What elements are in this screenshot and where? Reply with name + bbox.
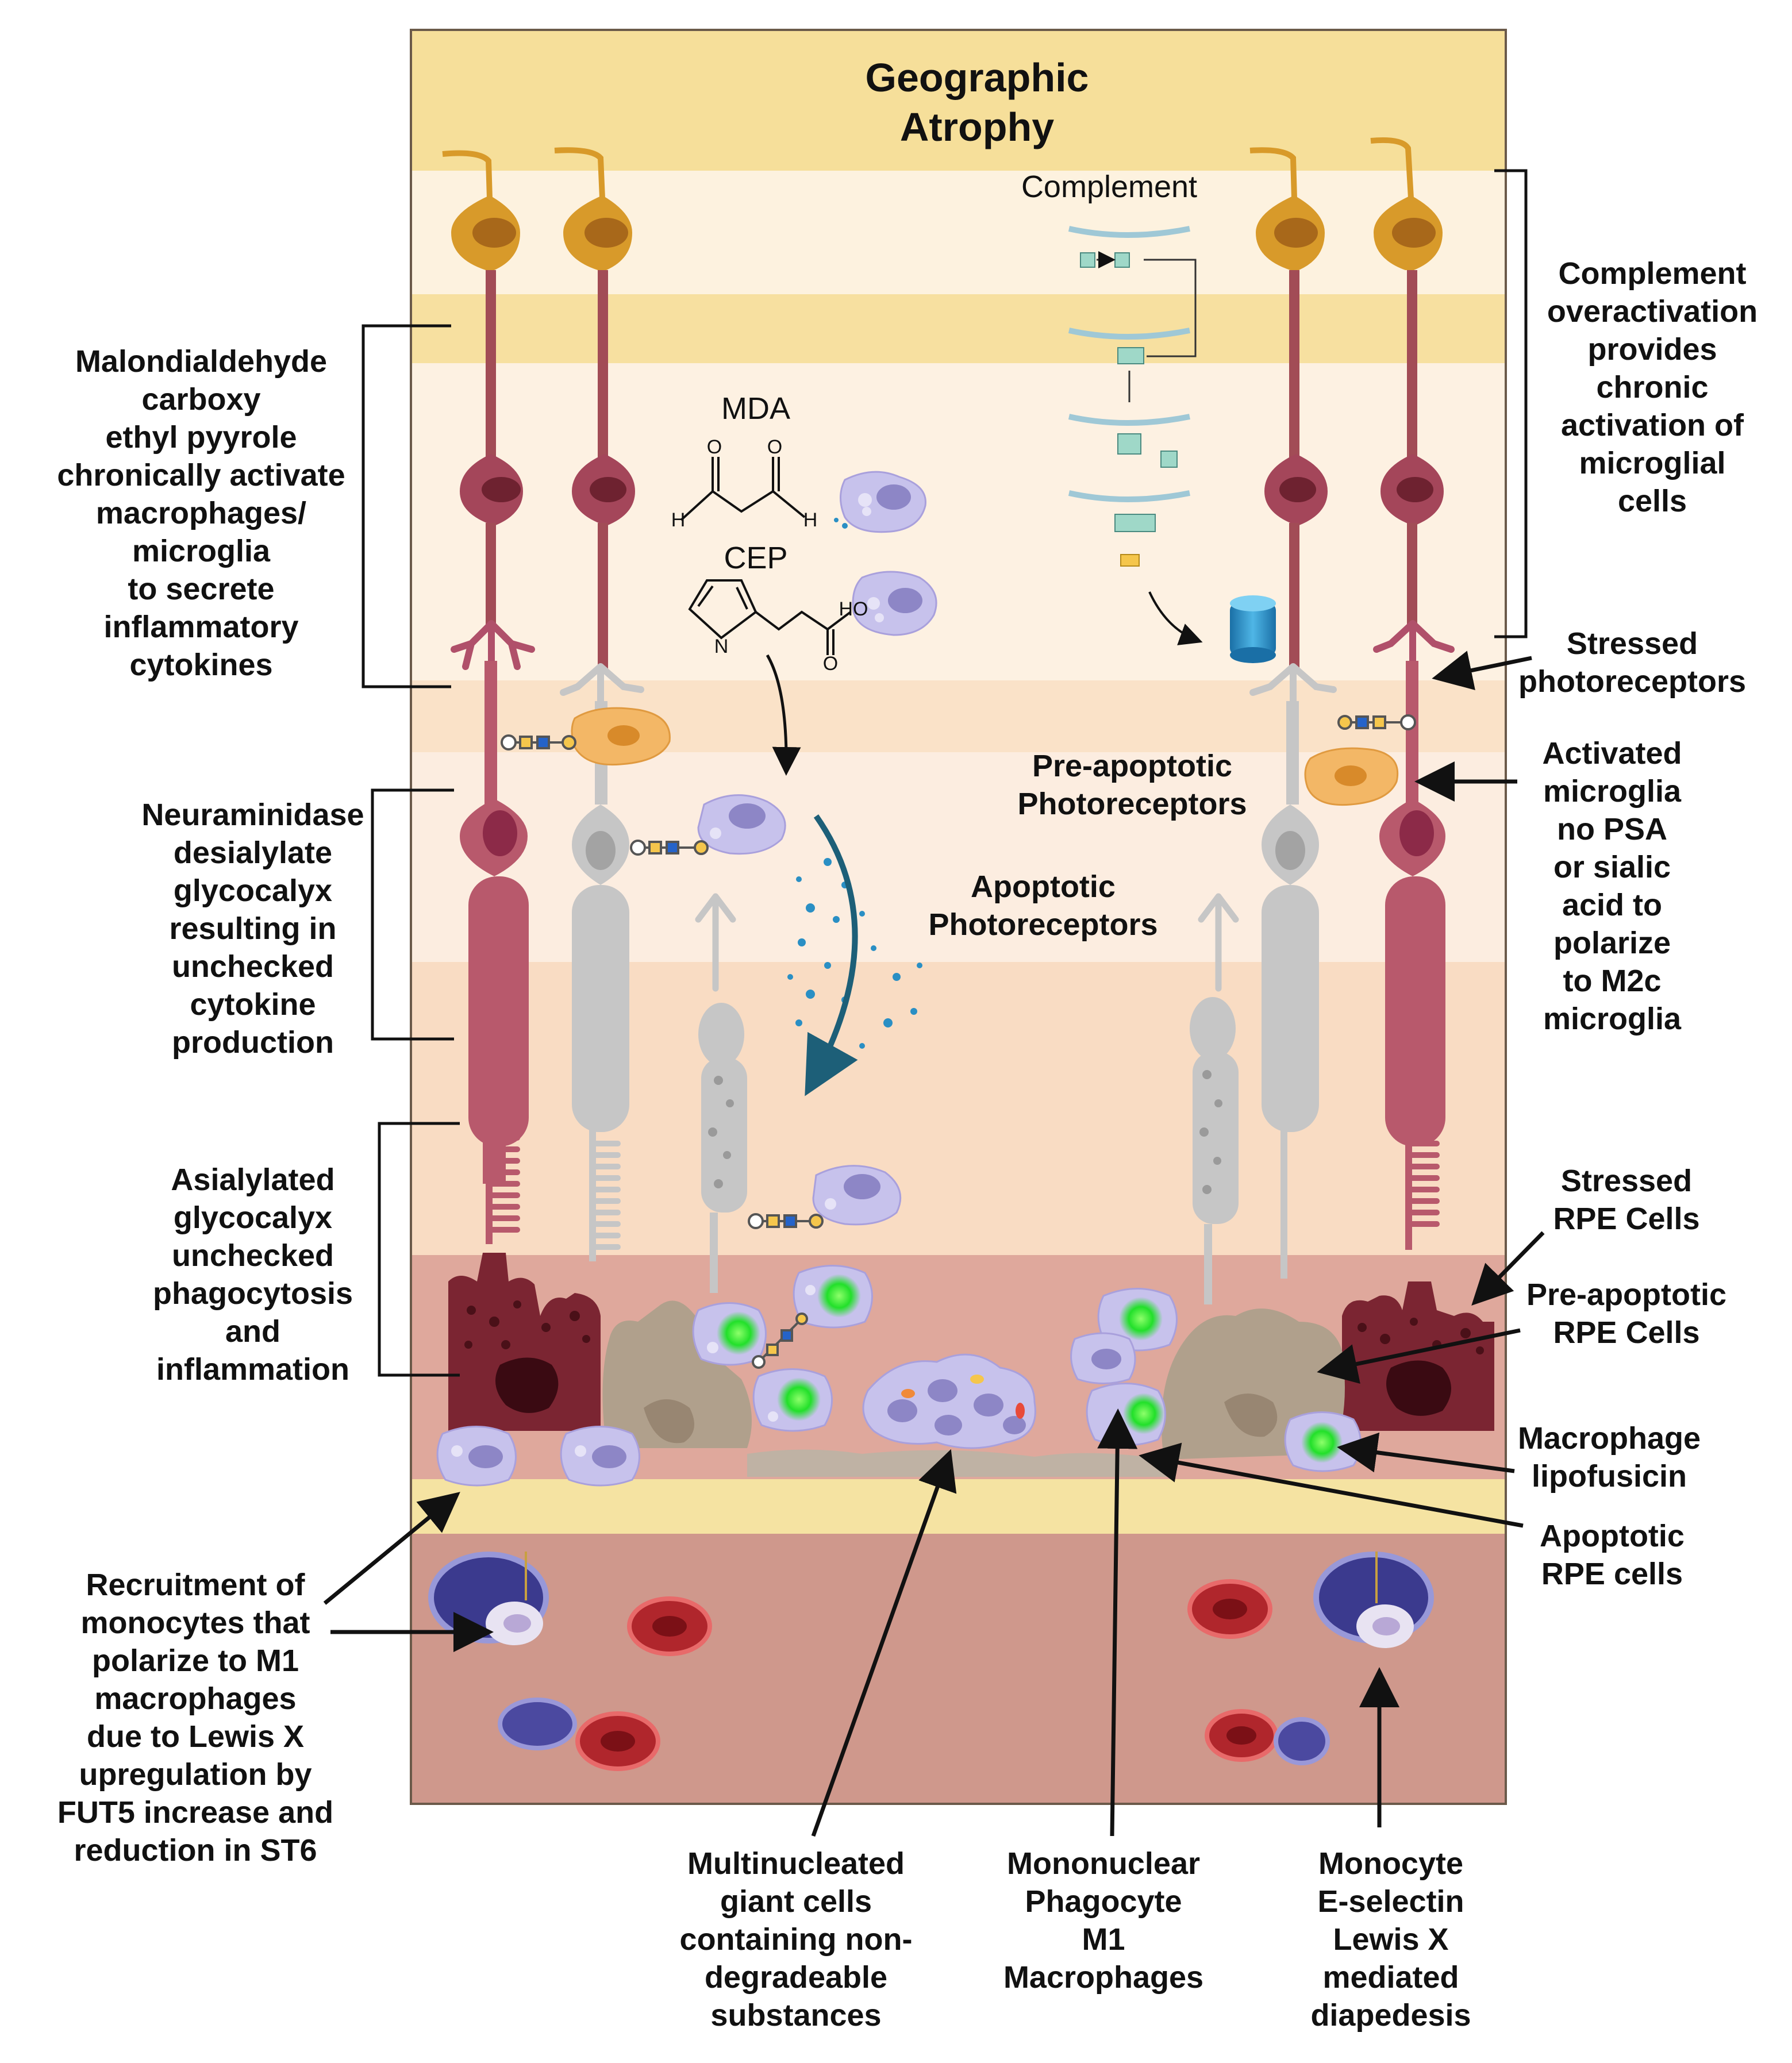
blue-blood-cells [498,1698,1330,1765]
annotation-mda-cep: Malondialdehyde carboxy ethyl pyyrole ch… [57,344,345,682]
annotation-activated-microglia: Activated microglia no PSA or sialic aci… [1542,736,1682,1036]
activated-microglia-right [1304,747,1399,806]
band-bruch [411,1479,1506,1534]
annotation-neuraminidase: Neuraminidase desialylate glycocalyx res… [141,798,364,1060]
arrow-macrophage-lipofuscin [1337,1432,1515,1473]
left-stressed-rpe-cell [448,1253,601,1431]
macrophage-small-right [1070,1332,1136,1384]
annotation-apoptotic-rpe: Apoptotic RPE cells [1540,1519,1685,1591]
mda-atom-o-right: O [767,436,783,458]
bracket-asialylated [378,1122,460,1377]
arrow-stressed-photoreceptors [1432,651,1532,690]
diagram-title: Geographic Atrophy [865,55,1089,149]
mda-molecule [680,457,806,521]
glycocalyx-chain-4 [1337,714,1416,730]
annotation-stressed-rpe: Stressed RPE Cells [1553,1164,1700,1236]
left-pre-apoptotic-photoreceptor [554,147,644,1261]
lipofuscin-macrophage-3 [752,1368,833,1432]
arrow-cep-to-microglia [766,654,801,776]
glycocalyx-chain-2 [630,840,709,856]
band-yellow-2 [411,294,1506,363]
pre-apoptotic-photoreceptors-label: Pre-apoptotic Photoreceptors [1017,749,1247,821]
center-left-apoptotic-photoreceptor [695,893,747,1293]
mda-atom-o-left: O [706,436,722,458]
right-stressed-photoreceptor [1370,137,1455,1250]
macrophages [436,471,1399,1487]
annotation-macrophage-lipofuscin: Macrophage lipofusicin [1517,1421,1701,1494]
bracket-neuraminidase [371,788,454,1041]
recruited-macrophage-1 [436,1426,517,1487]
glycocalyx-chain-1 [501,734,576,750]
cep-atom-n: N [714,636,729,657]
annotation-stressed-photoreceptors: Stressed photoreceptors [1518,626,1747,699]
annotation-monocyte-diapedesis: Monocyte E-selectin Lewis X mediated dia… [1310,1846,1471,2033]
lipofuscin-macrophage-2 [793,1265,873,1329]
mda-atom-h-left: H [671,509,686,531]
arrow-cytokine-release [805,814,858,1096]
mda-atom-h-right: H [803,509,818,531]
complement-cascade-diagram [1068,226,1276,663]
arrow-multinucleated [811,1449,957,1837]
mda-label: MDA [721,391,790,426]
cep-atom-ho: HO [839,598,868,620]
annotation-multinucleated: Multinucleated giant cells containing no… [679,1846,913,2033]
cep-label: CEP [724,541,788,575]
bracket-complement [1494,169,1528,638]
right-stressed-rpe-cell [1342,1281,1494,1431]
arrow-recruitment-up [323,1492,460,1605]
activated-microglia-left [571,707,671,766]
right-vessel-with-monocyte [1313,1552,1434,1648]
multinucleated-giant-cell [862,1353,1036,1449]
bracket-mda-cep [362,324,451,688]
migrating-macrophage [697,794,786,855]
arrow-apoptotic-rpe [1139,1442,1524,1528]
glycocalyx-chains [501,714,1416,1369]
phagocytosing-macrophage [812,1165,902,1226]
annotation-complement-overactivation: Complement overactivation provides chron… [1547,256,1758,518]
center-right-apoptotic-photoreceptor [1190,893,1239,1304]
mda-macrophage [834,471,926,533]
apoptotic-rpe-debris [747,1449,1167,1477]
left-stressed-photoreceptor [442,150,535,1244]
arrow-stressed-rpe [1471,1231,1545,1306]
annotation-recruitment: Recruitment of monocytes that polarize t… [57,1568,334,1868]
recruited-macrophage-2 [560,1426,640,1487]
arrow-mononuclear [1097,1408,1138,1837]
lipofuscin-macrophage-5 [1086,1383,1166,1446]
annotation-mononuclear: Mononuclear Phagocyte M1 Macrophages [1003,1846,1204,1995]
lipofuscin-macrophage-6 [1284,1411,1362,1472]
complement-label: Complement [1021,170,1198,204]
red-blood-cells [575,1579,1278,1771]
lipofuscin-macrophage-1 [692,1302,767,1366]
annotation-brackets [362,169,1528,1377]
glycocalyx-chain-3 [748,1213,824,1229]
apoptotic-photoreceptors-label: Apoptotic Photoreceptors [928,869,1158,942]
cep-atom-o: O [822,653,839,675]
diagram-frame [410,29,1507,1805]
band-cream-2 [411,363,1506,680]
cep-molecule [688,579,852,655]
annotation-asialylated: Asialylated glycocalyx unchecked phagocy… [152,1163,353,1387]
cep-macrophage [852,571,937,636]
band-top-yellow [411,30,1506,171]
right-pre-apoptotic-photoreceptor [1249,147,1337,1279]
annotation-pre-apoptotic-rpe: Pre-apoptotic RPE Cells [1526,1277,1727,1350]
mac-complex-channel [1230,595,1276,663]
glycocalyx-chain-5 [752,1313,808,1369]
annotation-arrows [323,651,1545,1837]
arrow-pre-apoptotic-rpe [1317,1328,1521,1384]
